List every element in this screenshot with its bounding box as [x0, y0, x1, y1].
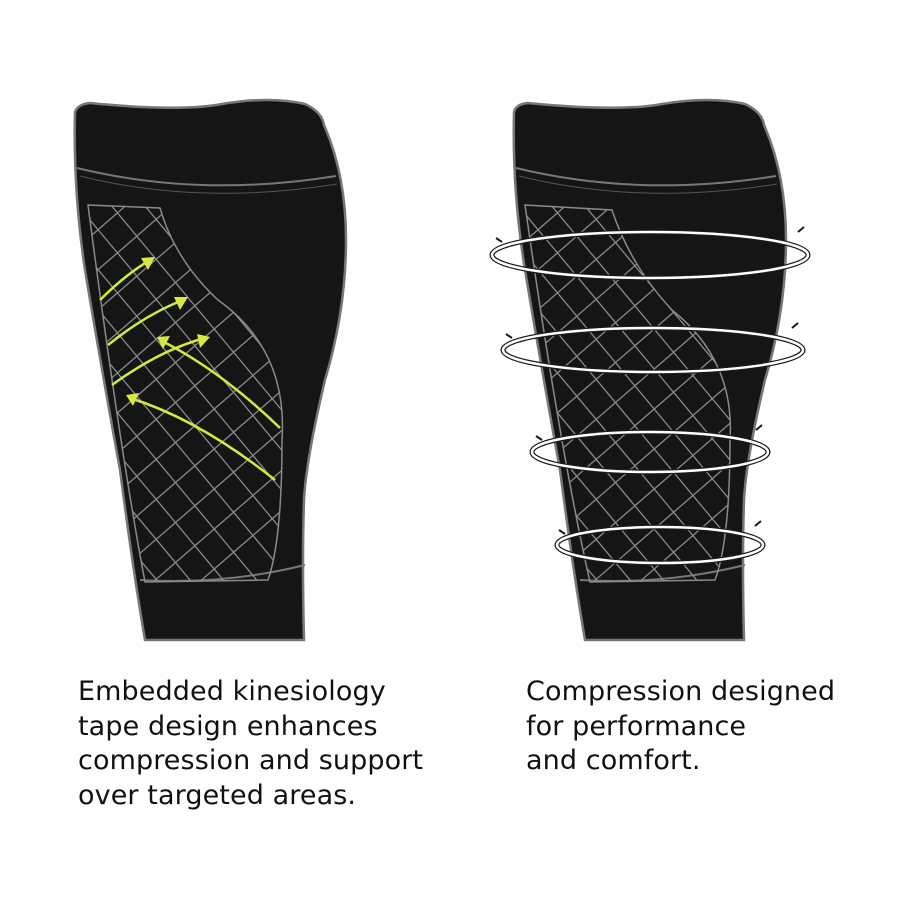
compression-ring [500, 322, 806, 375]
compression-rings [489, 226, 811, 566]
compression-ring [529, 424, 771, 475]
kinesiology-panel: Embedded kinesiology tape design enhance… [73, 98, 424, 811]
support-arrows [99, 257, 281, 481]
compression-ring [554, 520, 766, 566]
compression-tape-pattern [524, 204, 732, 583]
kinesiology-caption: Embedded kinesiology tape design enhance… [78, 676, 424, 811]
calf-sleeve-kinesiology-illustration [73, 98, 348, 642]
compression-caption: Compression designed for performance and… [526, 676, 836, 776]
compression-panel: Compression designed for performance and… [450, 0, 900, 900]
compression-ring [489, 226, 811, 281]
calf-sleeve-compression-illustration [489, 98, 811, 642]
